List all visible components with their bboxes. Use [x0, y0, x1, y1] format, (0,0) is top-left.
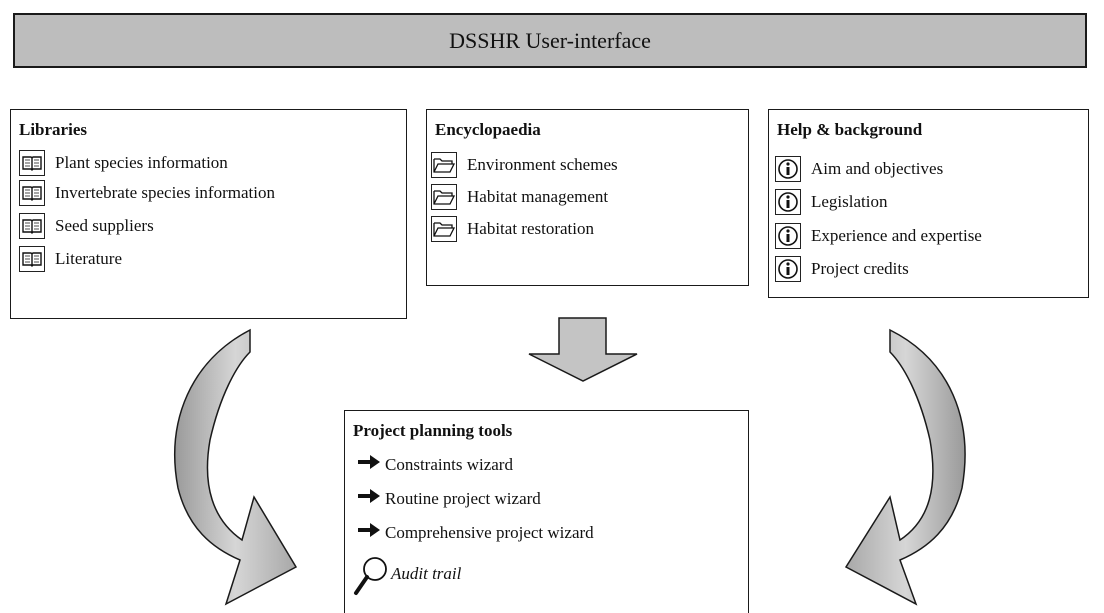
right-arrow-icon — [357, 521, 381, 544]
library-item-seed-suppliers[interactable]: Seed suppliers — [19, 213, 154, 239]
library-item-label: Literature — [55, 249, 123, 268]
library-item-label: Seed suppliers — [55, 216, 154, 235]
book-icon — [19, 150, 45, 176]
book-icon — [19, 213, 45, 239]
info-icon — [775, 189, 801, 215]
magnifier-icon — [353, 553, 389, 610]
tool-label: Comprehensive project wizard — [385, 522, 594, 542]
help-item-label: Aim and objectives — [811, 159, 944, 178]
libraries-title: Libraries — [19, 120, 87, 139]
left-curved-arrow — [174, 328, 298, 606]
encyclopaedia-title: Encyclopaedia — [435, 120, 541, 139]
tool-constraints-wizard[interactable]: Constraints wizard — [357, 453, 513, 476]
library-item-label: Invertebrate species information — [55, 183, 275, 202]
folder-icon — [431, 184, 457, 210]
encyclopaedia-item-label: Habitat restoration — [467, 219, 594, 238]
encyclopaedia-panel: Encyclopaedia Environment schemes Habita… — [426, 109, 749, 286]
help-item-label: Legislation — [811, 192, 888, 211]
book-icon — [19, 246, 45, 272]
library-item-label: Plant species information — [55, 153, 228, 172]
encyclopaedia-item-label: Habitat management — [467, 187, 609, 206]
library-item-plant-species[interactable]: Plant species information — [19, 150, 228, 176]
book-icon — [19, 180, 45, 206]
tool-comprehensive-project-wizard[interactable]: Comprehensive project wizard — [357, 521, 594, 544]
info-icon — [775, 156, 801, 182]
page-title: DSSHR User-interface — [13, 13, 1087, 68]
info-icon — [775, 256, 801, 282]
encyclopaedia-item-environment-schemes[interactable]: Environment schemes — [431, 152, 618, 178]
project-planning-panel: Project planning tools Constraints wizar… — [344, 410, 749, 613]
right-arrow-icon — [357, 453, 381, 476]
encyclopaedia-item-label: Environment schemes — [467, 155, 618, 174]
help-background-panel: Help & background Aim and objectives Leg… — [768, 109, 1089, 298]
encyclopaedia-item-habitat-restoration[interactable]: Habitat restoration — [431, 216, 594, 242]
right-arrow-icon — [357, 487, 381, 510]
help-item-project-credits[interactable]: Project credits — [775, 256, 909, 282]
folder-icon — [431, 216, 457, 242]
info-icon — [775, 223, 801, 249]
help-item-aim-objectives[interactable]: Aim and objectives — [775, 156, 943, 182]
right-curved-arrow — [844, 328, 966, 606]
library-item-literature[interactable]: Literature — [19, 246, 122, 272]
project-planning-title: Project planning tools — [353, 421, 513, 440]
folder-icon — [431, 152, 457, 178]
tool-label: Routine project wizard — [385, 488, 541, 508]
down-arrow — [528, 317, 638, 382]
help-item-label: Experience and expertise — [811, 226, 982, 245]
tool-label: Constraints wizard — [385, 454, 513, 474]
help-item-label: Project credits — [811, 259, 909, 278]
library-item-invertebrate-species[interactable]: Invertebrate species information — [19, 180, 275, 206]
tool-audit-trail[interactable]: Audit trail — [353, 553, 461, 610]
libraries-panel: Libraries Plant species information Inve… — [10, 109, 407, 319]
help-background-title: Help & background — [777, 120, 923, 139]
help-item-legislation[interactable]: Legislation — [775, 189, 887, 215]
encyclopaedia-item-habitat-management[interactable]: Habitat management — [431, 184, 608, 210]
audit-trail-label: Audit trail — [391, 563, 462, 583]
tool-routine-project-wizard[interactable]: Routine project wizard — [357, 487, 541, 510]
help-item-experience-expertise[interactable]: Experience and expertise — [775, 223, 982, 249]
